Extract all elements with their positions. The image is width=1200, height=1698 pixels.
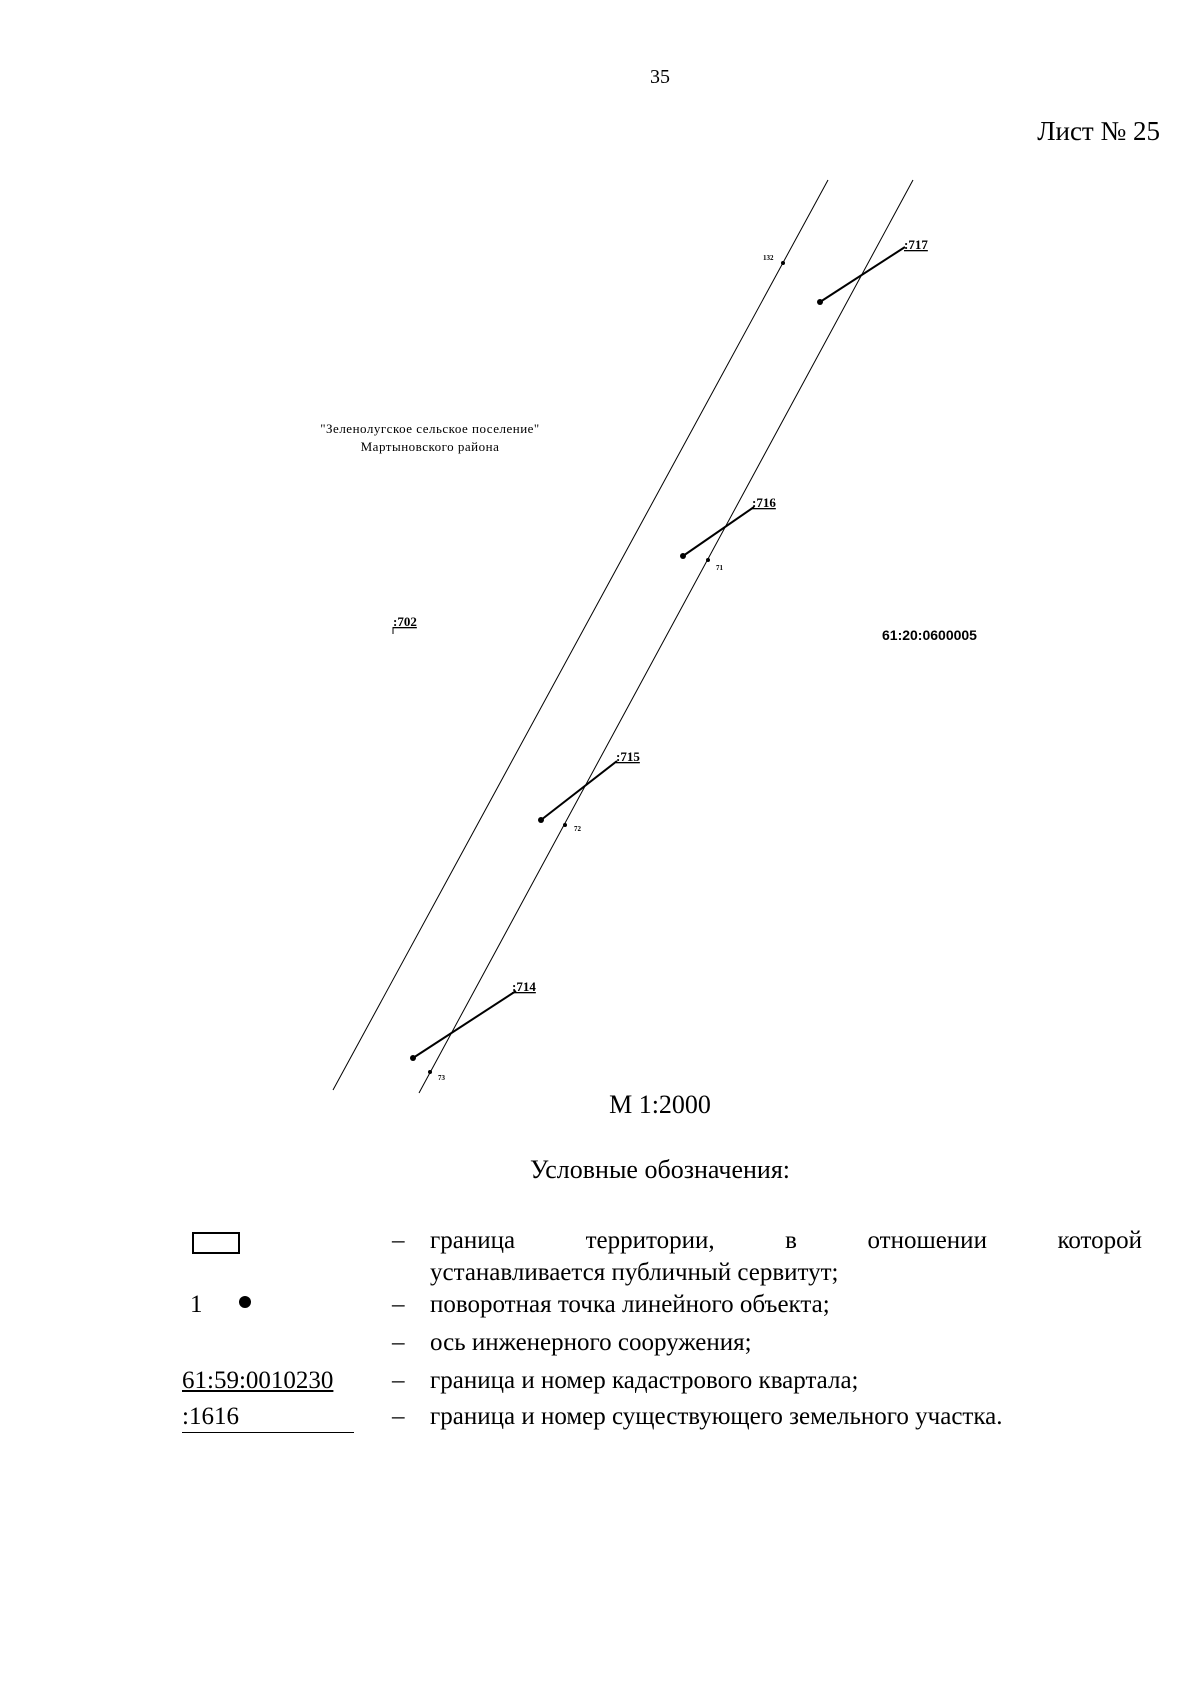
- turning-point-132: [781, 261, 785, 265]
- boundary-line-left: [332, 179, 829, 1091]
- parcel-label-717: :717: [904, 237, 928, 252]
- map-scale: М 1:2000: [609, 1090, 711, 1119]
- parcel-line-716: [682, 506, 755, 557]
- settlement-name: "Зеленолугское сельское поселение": [320, 421, 540, 436]
- legend-dash: –: [392, 1329, 405, 1356]
- cadastral-map: :717 132 :716 71 :702 :715 72 :714 73: [332, 179, 928, 1094]
- legend-text-line1: граница территории, в отношении которой: [430, 1227, 1142, 1254]
- legend-text: граница и номер кадастрового квартала;: [430, 1367, 859, 1394]
- legend-title: Условные обозначения:: [529, 1155, 791, 1184]
- rectangle-icon: [192, 1232, 240, 1254]
- legend-dash: –: [392, 1367, 405, 1394]
- legend-point-number: 1: [190, 1291, 203, 1318]
- turning-point-72: [563, 823, 567, 827]
- parcel-label-715: :715: [616, 749, 640, 764]
- legend-symbol: [182, 1225, 357, 1263]
- turning-point-73: [428, 1070, 432, 1074]
- point-label-71: 71: [716, 564, 724, 572]
- axis-line-right: [418, 179, 914, 1094]
- parcel-line-714: [412, 990, 517, 1059]
- point-label-72: 72: [574, 825, 582, 833]
- legend-symbol: :1616: [182, 1401, 357, 1433]
- legend-dash: –: [392, 1227, 405, 1254]
- settlement-label: "Зеленолугское сельское поселение" Марты…: [270, 420, 590, 456]
- legend-text: граница территории, в отношении которой …: [430, 1225, 1142, 1289]
- legend-item-servitude-boundary: – граница территории, в отношении которо…: [182, 1225, 1142, 1289]
- turning-point-71: [706, 558, 710, 562]
- parcel-point-714: [410, 1055, 416, 1061]
- sheet-title: Лист № 25: [1037, 116, 1160, 146]
- parcel-point-716: [680, 553, 686, 559]
- legend-symbol: 61:59:0010230: [182, 1365, 357, 1397]
- dot-icon: [238, 1296, 251, 1308]
- parcel-label-714: :714: [512, 979, 536, 994]
- point-label-73: 73: [438, 1074, 446, 1082]
- page-number: 35: [650, 66, 670, 88]
- legend-text: ось инженерного сооружения;: [430, 1329, 752, 1356]
- legend-dash: –: [392, 1403, 405, 1430]
- legend-dash: –: [392, 1291, 405, 1318]
- parcel-point-717: [817, 299, 823, 305]
- parcel-label-702: :702: [393, 614, 417, 629]
- legend-symbol: 1: [182, 1289, 357, 1321]
- parcel-point-715: [538, 817, 544, 823]
- legend-text-line2: устанавливается публичный сервитут;: [430, 1259, 839, 1286]
- parcel-label-716: :716: [752, 495, 776, 510]
- legend-parcel-number: :1616: [182, 1402, 354, 1433]
- legend-text: поворотная точка линейного объекта;: [430, 1291, 830, 1318]
- cadastral-quarter-label: 61:20:0600005: [882, 627, 977, 643]
- parcel-line-717: [819, 246, 906, 303]
- point-label-132: 132: [763, 254, 774, 262]
- parcel-line-715: [540, 760, 618, 821]
- legend-quarter-number: 61:59:0010230: [182, 1367, 334, 1394]
- legend-text: граница и номер существующего земельного…: [430, 1403, 1003, 1430]
- settlement-district: Мартыновского района: [360, 439, 500, 454]
